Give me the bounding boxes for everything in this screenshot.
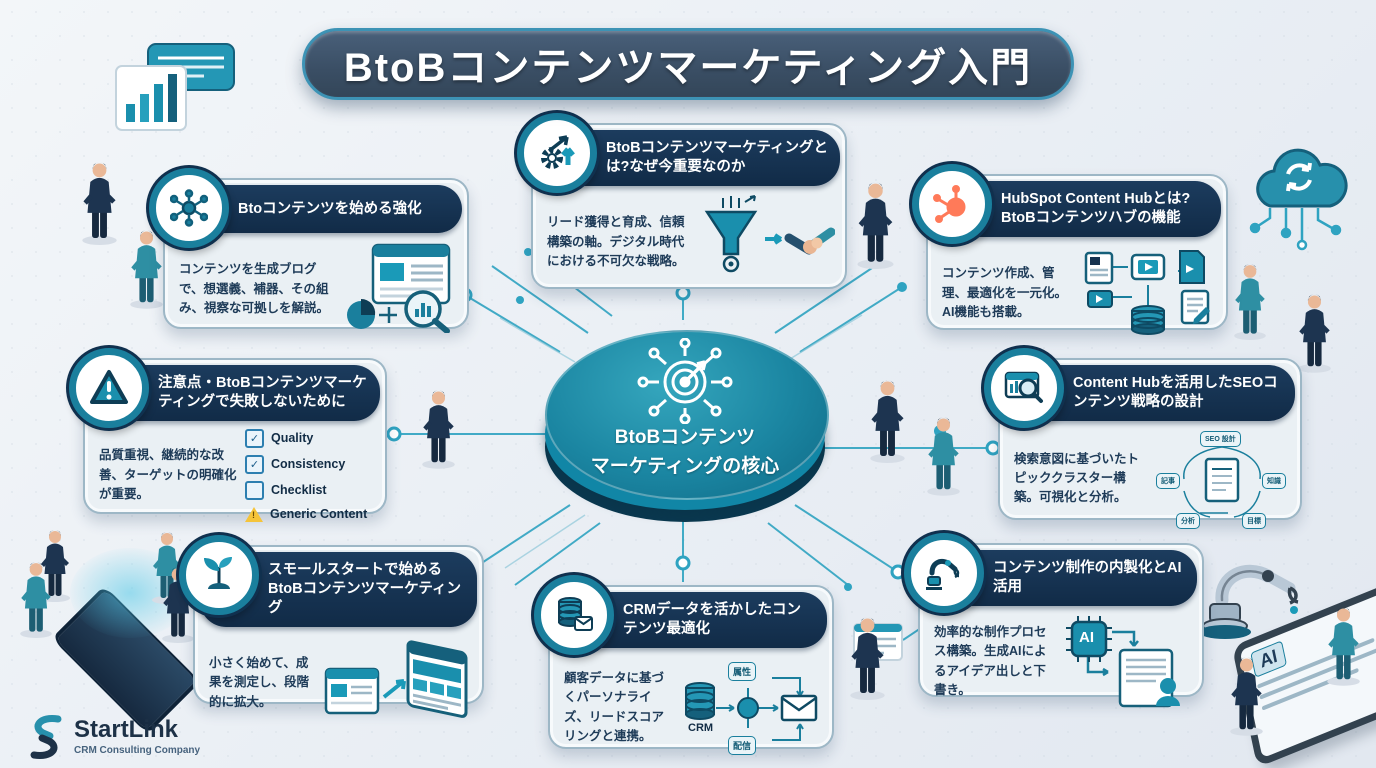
card-body-text: リード獲得と育成、信頼構築の軸。デジタル時代における不可欠な戦略。: [547, 215, 685, 268]
person-figure: [128, 228, 165, 314]
blog-analytics-illustration: [345, 241, 457, 338]
startlink-logo-icon: [30, 715, 62, 759]
checklist-item-consistency: ✓ Consistency: [245, 454, 373, 474]
seedling-icon: [179, 535, 259, 615]
checklist-item-checklist: Checklist: [245, 480, 373, 500]
brand-logo: StartLink CRM Consulting Company: [26, 714, 200, 760]
person-figure: [18, 560, 54, 643]
card-body-text: コンテンツを生成ブログで、想選義、補器、その組み、視察な可拠しを解説。: [179, 262, 330, 316]
cluster-node-label: 記事: [1156, 472, 1180, 489]
cloud-sync-icon: [1240, 128, 1366, 263]
card-body-text: 顧客データに基づくパーソナライズ、リードスコアリングと連携。: [564, 670, 665, 744]
robot-arm-illustration: [1199, 552, 1322, 667]
card-body-text: コンテンツ作成、管理、最適化を一元化。AI機能も搭載。: [942, 266, 1068, 319]
gear-growth-icon: [517, 113, 597, 193]
card-why-important: BtoBコンテンツマーケティングとは?なぜ今重要なのか リード獲得と育成、信頼構…: [517, 113, 847, 291]
hub-label-line2: マーケティングの核心: [590, 455, 780, 477]
card-crm-optimization: CRMデータを活かしたコンテンツ最適化 顧客データに基づくパーソナライズ、リード…: [534, 575, 834, 755]
person-figure: [855, 180, 896, 274]
cluster-node-label: 知識: [1262, 472, 1286, 489]
checklist-label: Quality: [271, 431, 314, 446]
hub-label-line1: BtoBコンテンツ: [614, 427, 756, 448]
checked-checkbox-icon: ✓: [245, 428, 264, 448]
target-network-icon: [637, 338, 733, 424]
person-figure: [1325, 605, 1362, 691]
cluster-node-label: SEO 設計: [1200, 430, 1241, 447]
brand-name: StartLink: [74, 716, 179, 743]
caution-checklist: ✓ Quality ✓ Consistency Checklist ! Gene…: [245, 428, 373, 522]
checklist-label: Consistency: [271, 457, 346, 472]
person-figure: [38, 528, 72, 607]
person-figure: [868, 378, 907, 468]
person-figure: [1232, 262, 1268, 345]
ai-draft-illustration: AI: [1064, 614, 1192, 710]
card-body-text: 小さく始めて、成果を測定し、段階的に拡大。: [209, 655, 310, 709]
card-cautions: 注意点・BtoBコンテンツマーケティングで失敗しないために 品質重視、継続的な改…: [69, 348, 387, 522]
main-title-banner: BtoBコンテンツマーケティング入門: [302, 28, 1074, 100]
checklist-label: Generic Content: [270, 507, 368, 522]
hub-content: BtoBコンテンツ マーケティングの核心: [545, 338, 825, 488]
hubspot-icon: [912, 164, 992, 244]
warning-icon: [69, 348, 149, 428]
card-body-text: 検索意図に基づいたトピッククラスター構築。可視化と分析。: [1014, 451, 1140, 505]
person-figure: [420, 388, 457, 474]
network-icon: [149, 168, 229, 248]
page-title: BtoBコンテンツマーケティング入門: [343, 46, 1033, 90]
card-ai-inhouse: コンテンツ制作の内製化とAI活用 効率的な制作プロセス構築。生成AIによるアイデ…: [904, 533, 1204, 707]
crm-flow-label-top: 属性: [728, 661, 757, 681]
checked-checkbox-icon: ✓: [245, 454, 264, 474]
person-figure: [925, 415, 962, 501]
brand-tagline: CRM Consulting Company: [74, 745, 201, 756]
card-small-start: スモールスタートで始めるBtoBコンテンツマーケティング 小さく始めて、成果を測…: [179, 535, 484, 718]
scale-up-illustration: [322, 635, 472, 732]
crm-flow-label-bottom: 配信: [728, 735, 757, 755]
person-figure: [1228, 655, 1265, 741]
checklist-item-quality: ✓ Quality: [245, 428, 373, 448]
card-body-text: 効率的な制作プロセス構築。生成AIによるアイデア出しと下書き。: [934, 624, 1047, 698]
database-mail-icon: [534, 575, 614, 655]
unchecked-checkbox-icon: [245, 480, 264, 500]
card-hubspot-content-hub: HubSpot Content Hubとは?BtoBコンテンツハブの機能 コンテ…: [912, 164, 1228, 335]
robot-arm-icon: [904, 533, 984, 613]
warning-triangle-icon: !: [245, 506, 263, 522]
card-seo-strategy: Content Hubを活用したSEOコンテンツ戦略の設計 検索意図に基づいたト…: [984, 348, 1302, 529]
funnel-handshake-illustration: [693, 194, 836, 291]
checklist-label: Checklist: [271, 483, 327, 498]
person-figure: [1296, 292, 1333, 378]
bar-chart-card-icon: [112, 62, 190, 139]
topic-cluster-illustration: SEO 設計 記事 知識 分析 目標: [1154, 429, 1290, 529]
ai-chip-label: AI: [1079, 628, 1094, 646]
crm-db-label: CRM: [688, 721, 714, 734]
cluster-node-label: 目標: [1242, 512, 1266, 529]
content-hub-illustration: [1082, 245, 1216, 342]
person-figure: [80, 160, 119, 250]
crm-flow-illustration: 属性 配信 CRM: [676, 656, 822, 760]
person-figure: [848, 615, 887, 705]
checklist-item-generic-content: ! Generic Content: [245, 506, 373, 522]
search-browser-icon: [984, 348, 1064, 428]
card-getting-started: Btoコンテンツを始める強化 コンテンツを生成ブログで、想選義、補器、その組み、…: [149, 168, 469, 334]
card-body-text: 品質重視、継続的な改善、ターゲットの明確化が重要。: [99, 448, 237, 501]
cluster-node-label: 分析: [1176, 512, 1200, 529]
